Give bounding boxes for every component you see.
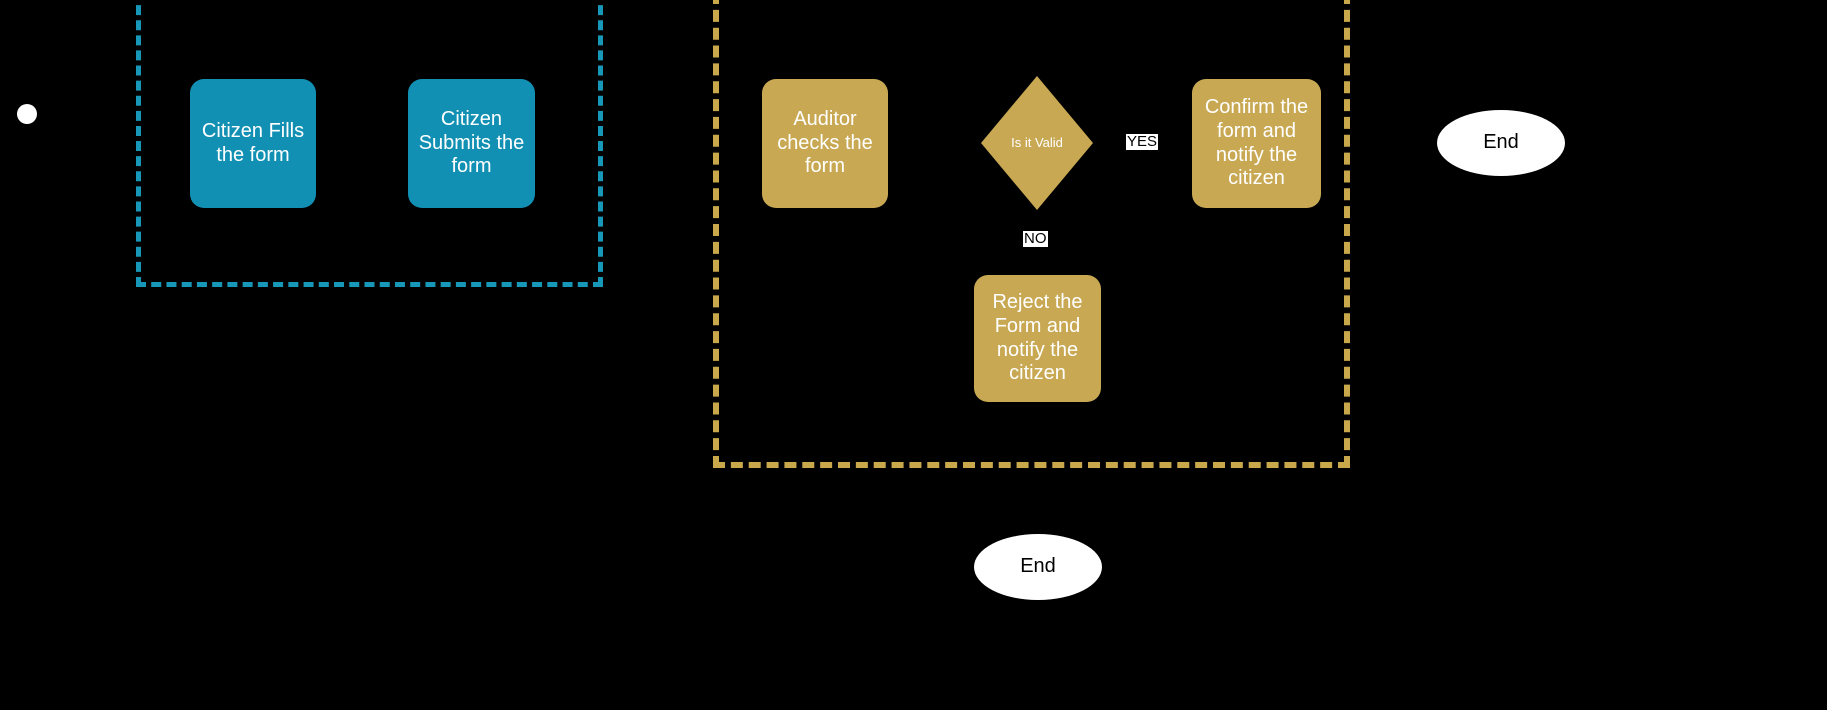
node-citizen-fills-form[interactable]: Citizen Fills the form	[190, 79, 316, 208]
auditor-swimlane-container	[713, 0, 1350, 468]
edge-label-yes: YES	[1126, 133, 1159, 150]
node-is-it-valid-decision[interactable]: Is it Valid	[981, 76, 1093, 210]
node-reject-form-notify-citizen[interactable]: Reject the Form and notify the citizen	[974, 275, 1101, 402]
node-label: Citizen Fills the form	[201, 119, 305, 166]
node-label: Citizen Submits the form	[418, 108, 525, 178]
node-label: Reject the Form and notify the citizen	[992, 291, 1083, 385]
node-label: End	[1483, 131, 1519, 154]
node-label: End	[1020, 555, 1056, 578]
citizen-swimlane-container	[136, 0, 603, 287]
node-confirm-form-notify-citizen[interactable]: Confirm the form and notify the citizen	[1192, 79, 1321, 208]
node-auditor-checks-form[interactable]: Auditor checks the form	[762, 79, 888, 208]
edge-label-no: NO	[1023, 230, 1048, 247]
node-label: Confirm the form and notify the citizen	[1204, 96, 1309, 190]
node-end-bottom[interactable]: End	[974, 534, 1102, 600]
node-label: Is it Valid	[1011, 135, 1063, 151]
node-citizen-submits-form[interactable]: Citizen Submits the form	[408, 79, 535, 208]
node-label: Auditor checks the form	[777, 108, 873, 178]
node-end-right[interactable]: End	[1437, 110, 1565, 176]
start-node-dot[interactable]	[17, 104, 37, 124]
